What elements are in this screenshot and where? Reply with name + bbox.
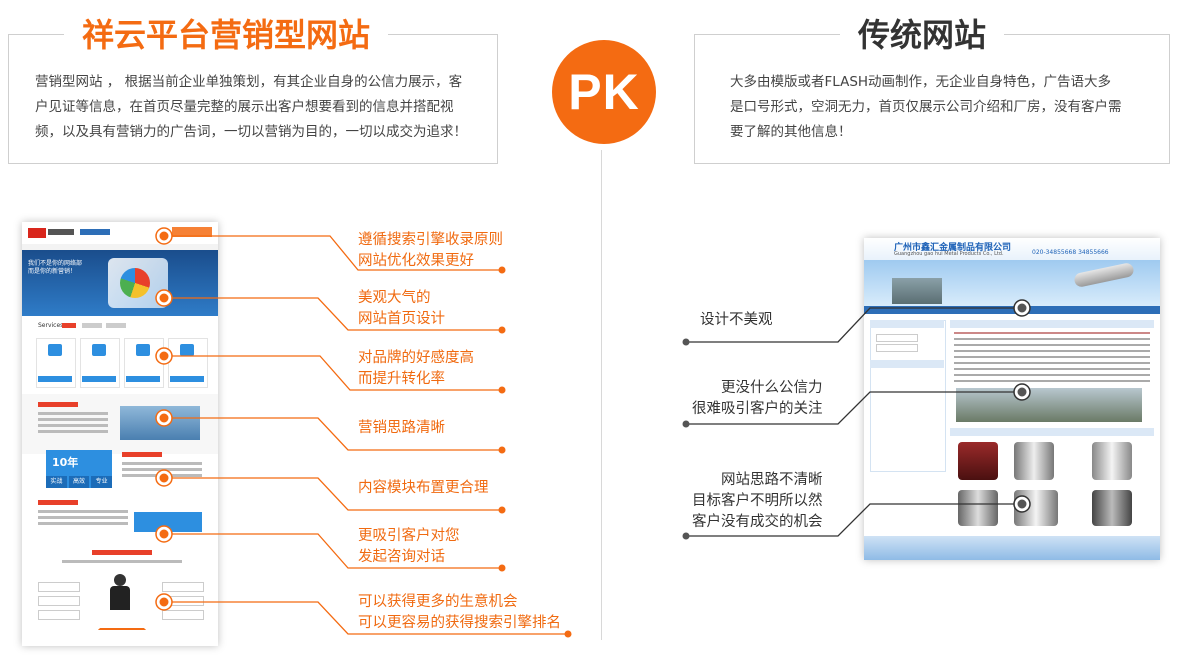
product-image xyxy=(958,442,998,480)
description-line: 要了解的其他信息！ xyxy=(730,124,852,140)
description-line: 是口号形式，空洞无力，首页仅展示公司介绍和厂房，没有客户需 xyxy=(730,99,1122,115)
feature-label: 营销思路清晰 xyxy=(358,420,445,436)
marketing-site-description: 营销型网站 ， 根据当前企业单独策划，有其企业自身的公信力展示，客 户见证等信息… xyxy=(35,70,485,145)
feature-label: 对品牌的好感度高而提升转化率 xyxy=(358,350,474,387)
center-divider xyxy=(601,150,602,640)
tag: 专业 xyxy=(91,476,113,488)
marketing-site-screenshot: 我们不是你的网络部 而是你的新营销！ Services 10年 实战 高效 专业 xyxy=(22,222,218,646)
person-figure xyxy=(98,568,146,630)
banner-text: 我们不是你的网络部 而是你的新营销！ xyxy=(28,260,83,275)
product-image xyxy=(1014,442,1054,480)
logo xyxy=(28,228,46,238)
factory-photo xyxy=(956,388,1142,422)
description-line: 户见证等信息，在首页尽量完整的展示出客户想要看到的信息并搭配视 xyxy=(35,99,454,115)
description-line: 频，以及具有营销力的广告词，一切以营销为目的，一切以成交为追求！ xyxy=(35,124,467,140)
description-line: 营销型网站 ， 根据当前企业单独策划，有其企业自身的公信力展示，客 xyxy=(35,74,463,90)
traditional-point-label: 网站思路不清晰目标客户不明所以然客户没有成交的机会 xyxy=(692,472,823,530)
company-name: 广州市鑫汇金属制品有限公司 xyxy=(894,243,1012,253)
product-image xyxy=(1092,442,1132,480)
pk-badge: PK xyxy=(552,40,656,144)
traditional-site-screenshot: 广州市鑫汇金属制品有限公司 Guangzhou gao hui Metal Pr… xyxy=(864,238,1160,560)
tag: 高效 xyxy=(68,476,90,488)
product-image xyxy=(1092,490,1132,526)
feature-label: 更吸引客户对您发起咨询对话 xyxy=(358,528,460,565)
services-label: Services xyxy=(38,322,64,329)
traditional-site-description: 大多由模版或者FLASH动画制作，无企业自身特色，广告语大多 是口号形式，空洞无… xyxy=(730,70,1150,145)
description-line: 大多由模版或者FLASH动画制作，无企业自身特色，广告语大多 xyxy=(730,74,1112,90)
traditional-point-label: 设计不美观 xyxy=(700,312,773,328)
feature-label: 美观大气的网站首页设计 xyxy=(358,290,445,327)
years-badge: 10年 xyxy=(52,456,79,469)
feature-label: 遵循搜索引擎收录原则网站优化效果更好 xyxy=(358,232,503,269)
marketing-site-title: 祥云平台营销型网站 xyxy=(64,10,389,56)
product-image xyxy=(958,490,998,526)
traditional-site-title: 传统网站 xyxy=(840,10,1005,56)
feature-label: 可以获得更多的生意机会可以更容易的获得搜索引擎排名 xyxy=(358,594,561,631)
tag: 实战 xyxy=(46,476,67,488)
company-phone: 020-34855668 34855666 xyxy=(1032,249,1109,256)
company-en-name: Guangzhou gao hui Metal Products Co., Lt… xyxy=(894,251,1004,257)
feature-label: 内容模块布置更合理 xyxy=(358,480,489,496)
traditional-point-label: 更没什么公信力很难吸引客户的关注 xyxy=(692,380,823,417)
